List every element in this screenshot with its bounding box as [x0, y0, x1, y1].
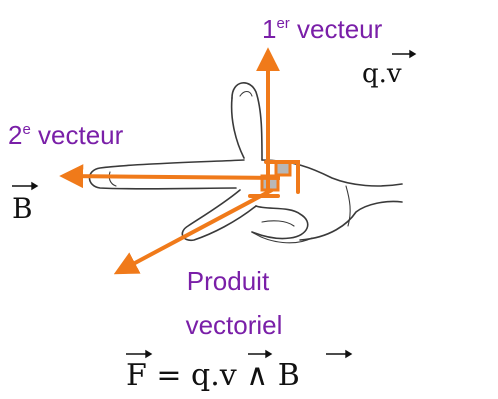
second-vector-arrow: [64, 176, 280, 178]
vector-arrow-icon: [326, 351, 351, 357]
vector-arrow-icon: [248, 351, 271, 357]
cross-product-formula: F = q.v ∧ B: [126, 351, 351, 393]
second-vector-label-sup: e: [22, 121, 30, 138]
product-label-line2: vectoriel: [186, 310, 283, 340]
second-vector-symbol: B: [12, 183, 37, 225]
second-vector-label-base: 2: [8, 120, 22, 150]
first-vector-symbol: q.v: [362, 51, 415, 89]
formula-B: B: [278, 358, 300, 393]
second-vector-label-rest: vecteur: [31, 120, 124, 150]
first-vector-label-base: 1: [262, 14, 276, 44]
vector-arrow-icon: [126, 351, 151, 357]
first-vector-symbol-v: v: [386, 59, 402, 89]
product-vector-arrow: [118, 190, 272, 272]
first-vector-symbol-q: q.: [362, 59, 387, 89]
formula-v: v: [219, 358, 237, 393]
vector-arrow-icon: [12, 183, 37, 189]
first-vector-label-sup: er: [276, 15, 289, 32]
second-vector-symbol-text: B: [12, 192, 33, 225]
formula-eq: = q.: [147, 358, 220, 393]
svg-text:q.v: q.v: [362, 59, 402, 89]
hand-icon: [90, 83, 403, 243]
vector-arrow-icon: [392, 51, 415, 57]
second-vector-label: 2e vecteur: [8, 120, 124, 150]
product-label-line1: Produit: [187, 266, 270, 296]
formula-F: F: [126, 358, 147, 393]
formula-wedge: ∧: [237, 358, 278, 393]
first-vector-label: 1er vecteur: [262, 14, 383, 44]
svg-text:F = q.v ∧ B: F = q.v ∧ B: [126, 358, 300, 393]
first-vector-label-rest: vecteur: [290, 14, 383, 44]
